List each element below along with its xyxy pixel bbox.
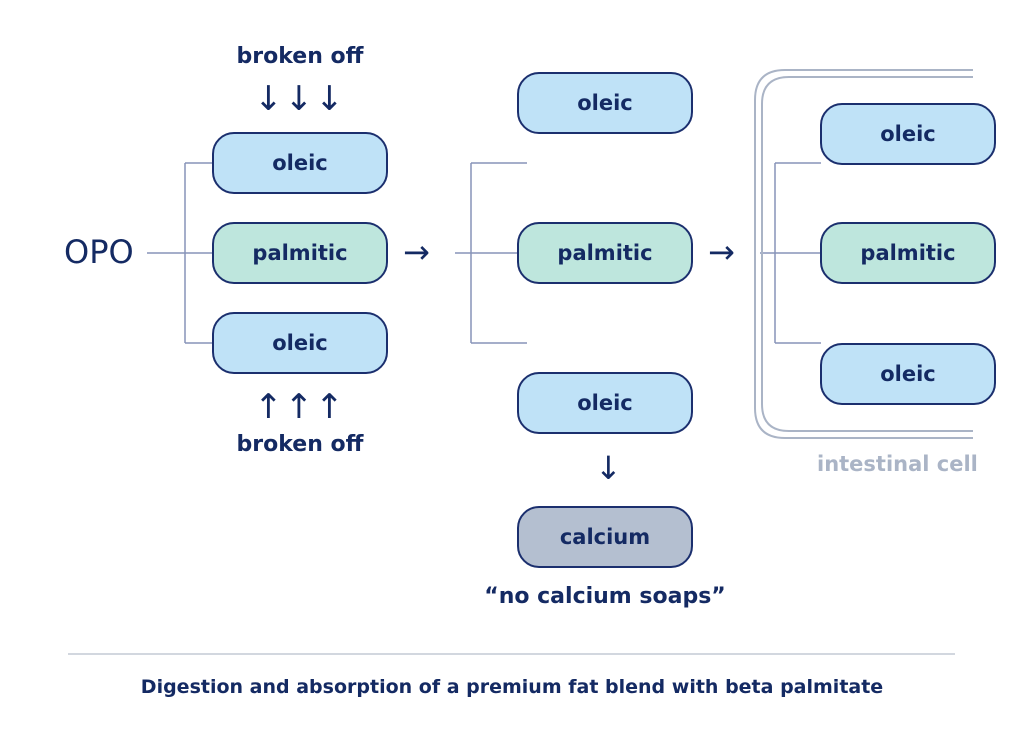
left-oleic-bottom: oleic — [212, 312, 388, 374]
up-arrows-icon: ↑↑↑ — [254, 387, 346, 427]
middle-palmitic: palmitic — [517, 222, 693, 284]
right-oleic-bottom: oleic — [820, 343, 996, 405]
diagram-caption: Digestion and absorption of a premium fa… — [140, 676, 884, 698]
down-arrows-icon: ↓↓↓ — [254, 79, 346, 119]
middle-oleic-top: oleic — [517, 72, 693, 134]
broken-off-bottom-label: broken off — [236, 432, 364, 457]
intestinal-cell-label: intestinal cell — [817, 452, 978, 476]
opo-label: OPO — [64, 233, 134, 271]
no-calcium-soaps-label: “no calcium soaps” — [484, 584, 726, 609]
left-palmitic: palmitic — [212, 222, 388, 284]
right-arrow-icon: → — [403, 233, 430, 271]
right-palmitic: palmitic — [820, 222, 996, 284]
intestinal-cell-inner-wall — [761, 76, 973, 432]
middle-oleic-bottom: oleic — [517, 372, 693, 434]
left-oleic-top: oleic — [212, 132, 388, 194]
right-arrow-icon-2: → — [708, 233, 735, 271]
right-oleic-top: oleic — [820, 103, 996, 165]
intestinal-cell-outer-wall — [754, 69, 973, 439]
down-arrow-icon: ↓ — [595, 449, 622, 487]
broken-off-top-label: broken off — [236, 44, 364, 69]
middle-calcium: calcium — [517, 506, 693, 568]
